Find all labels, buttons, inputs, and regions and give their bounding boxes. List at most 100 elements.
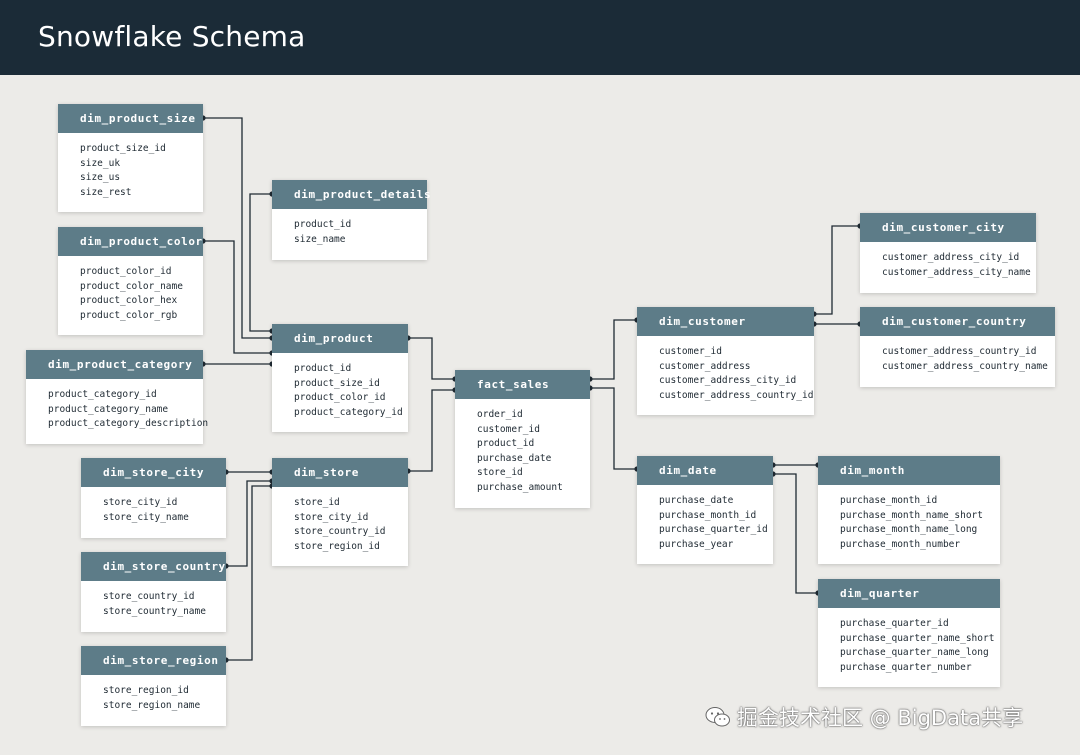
column-name: size_name	[294, 233, 346, 245]
column-name: product_id	[294, 363, 352, 374]
column-name: purchase_date	[477, 452, 552, 464]
column-name: customer_id	[659, 346, 722, 357]
column-list: store_city_id store_city_name	[81, 487, 226, 525]
column-name: store_country_name	[103, 605, 206, 617]
column-name: purchase_quarter_name_long	[840, 647, 989, 659]
link-store-region	[226, 485, 272, 661]
column-name: customer_address_city_id	[659, 375, 797, 387]
column-name: purchase_quarter_name_short	[840, 632, 995, 644]
column-name: product_category_description	[48, 418, 209, 430]
header-bar: Snowflake Schema	[0, 0, 1080, 75]
column-list: product_id size_name	[272, 209, 427, 247]
column-name: customer_address	[659, 360, 751, 372]
column-name: product_id	[294, 219, 352, 230]
column-name: store_city_id	[294, 511, 369, 523]
table-header: dim_customer_country	[860, 307, 1055, 336]
column-name: order_id	[477, 409, 523, 420]
column-name: store_city_id	[103, 497, 178, 508]
table-header: dim_customer_city	[860, 213, 1036, 242]
column-name: product_color_name	[80, 280, 183, 292]
column-list: customer_address_country_id customer_addr…	[860, 336, 1055, 374]
column-name: purchase_month_name_short	[840, 509, 983, 521]
column-name: purchase_date	[659, 495, 734, 506]
column-name: purchase_month_number	[840, 538, 961, 550]
table-dim-customer-country: dim_customer_country customer_address_co…	[860, 307, 1055, 387]
column-name: store_country_id	[103, 591, 195, 602]
table-header: dim_quarter	[818, 579, 1000, 608]
link-store-fact	[408, 389, 455, 472]
column-name: product_color_rgb	[80, 309, 178, 321]
table-header: fact_sales	[455, 370, 590, 399]
table-header: dim_product_category	[26, 350, 203, 379]
column-list: store_country_id store_country_name	[81, 581, 226, 619]
table-header: dim_customer	[637, 307, 814, 336]
column-name: customer_address_city_id	[882, 252, 1020, 263]
link-date-quarter	[773, 473, 818, 594]
link-product-details	[249, 193, 272, 332]
column-name: store_id	[294, 497, 340, 508]
column-name: purchase_month_id	[659, 509, 757, 521]
link-product-size	[203, 117, 272, 339]
column-name: purchase_year	[659, 538, 734, 550]
column-name: purchase_month_id	[840, 495, 938, 506]
table-header: dim_date	[637, 456, 773, 485]
column-name: size_rest	[80, 186, 132, 198]
watermark: 掘金技术社区 @ BigData共享	[705, 702, 1023, 732]
link-fact-date	[590, 387, 637, 470]
table-dim-customer-city: dim_customer_city customer_address_city_…	[860, 213, 1036, 293]
column-name: product_color_id	[80, 266, 172, 277]
link-fact-customer	[590, 319, 637, 380]
page-title: Snowflake Schema	[38, 20, 306, 53]
column-name: size_uk	[80, 157, 121, 169]
column-name: product_category_id	[294, 406, 403, 418]
column-name: product_size_id	[80, 143, 166, 154]
table-header: dim_month	[818, 456, 1000, 485]
column-name: customer_address_country_name	[882, 360, 1048, 372]
table-dim-store-region: dim_store_region store_region_id store_re…	[81, 646, 226, 726]
table-header: dim_store	[272, 458, 408, 487]
column-name: customer_id	[477, 423, 540, 435]
column-name: product_color_hex	[80, 295, 178, 307]
link-customer-city	[814, 225, 860, 315]
column-name: store_city_name	[103, 511, 189, 523]
column-name: store_region_id	[294, 540, 380, 552]
table-dim-customer: dim_customer customer_id customer_address…	[637, 307, 814, 415]
table-header: dim_store_region	[81, 646, 226, 675]
column-name: purchase_quarter_id	[840, 618, 949, 629]
column-name: purchase_quarter_id	[659, 524, 768, 536]
column-name: store_region_id	[103, 685, 189, 696]
column-list: purchase_date purchase_month_id purchase_q…	[637, 485, 773, 552]
table-header: dim_store_city	[81, 458, 226, 487]
column-name: purchase_amount	[477, 481, 563, 493]
link-store-country	[226, 480, 272, 567]
column-list: purchase_quarter_id purchase_quarter_name…	[818, 608, 1000, 675]
column-name: purchase_quarter_number	[840, 661, 972, 673]
column-name: store_region_name	[103, 699, 201, 711]
column-list: product_size_id size_uk size_us size_rest	[58, 133, 203, 200]
link-product-color	[203, 240, 272, 354]
table-header: dim_product_color	[58, 227, 203, 256]
table-dim-month: dim_month purchase_month_id purchase_mont…	[818, 456, 1000, 564]
table-dim-product-category: dim_product_category product_category_id…	[26, 350, 209, 444]
column-name: customer_address_country_id	[882, 346, 1037, 357]
column-name: purchase_month_name_long	[840, 524, 978, 536]
link-product-fact	[408, 337, 455, 380]
column-name: product_category_name	[48, 403, 169, 415]
column-name: size_us	[80, 172, 121, 184]
table-header: dim_store_country	[81, 552, 226, 581]
table-dim-store-city: dim_store_city store_city_id store_city_n…	[81, 458, 226, 538]
